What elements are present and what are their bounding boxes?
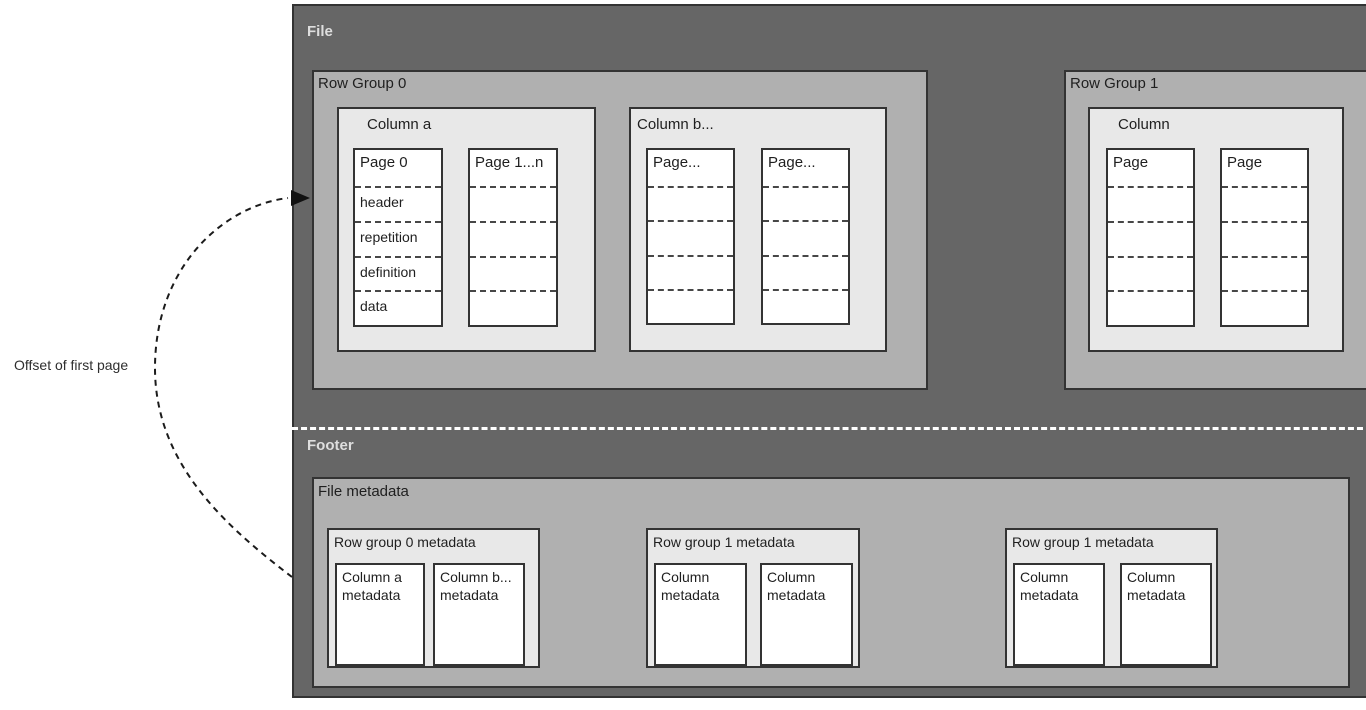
page-1-n: Page 1...n [468,148,558,327]
offset-arrow-curve [153,197,293,578]
column-metadata: Column metadata [1013,563,1105,666]
page-row [470,255,556,291]
column-label: Column [1118,116,1170,133]
page-row [763,220,848,254]
page-row [763,186,848,220]
column-b-metadata: Column b... metadata [433,563,525,666]
page: Page... [761,148,850,325]
column-metadata: Column metadata [1120,563,1212,666]
page-row [1108,255,1193,291]
footer-label: Footer [307,437,354,454]
page-0-row-data: data [355,290,441,325]
page-0-title: Page 0 [360,154,408,171]
page-row [763,254,848,289]
page: Page [1220,148,1309,327]
page-row [1222,290,1307,325]
row-group-1-label: Row Group 1 [1070,75,1159,92]
file-container: File Row Group 0 Column a Page 0 header … [292,4,1366,698]
column-b: Column b... Page... Page... [629,107,887,352]
page: Page... [646,148,735,325]
page-0-row-definition: definition [355,255,441,291]
page-1-n-title: Page 1...n [475,154,544,171]
file-metadata: File metadata Row group 0 metadata Colum… [312,477,1350,688]
column-b-label: Column b... [637,116,714,133]
page-row [648,186,733,220]
page-row [1108,220,1193,256]
row-group-1: Row Group 1 Column Page Page [1064,70,1366,390]
page-row [648,254,733,289]
page-row [763,288,848,323]
row-group-0-label: Row Group 0 [318,75,407,92]
column-a-label: Column a [367,116,432,133]
page-title: Page... [653,154,701,171]
page-0-row-repetition: repetition [355,220,441,256]
column-metadata: Column metadata [760,563,853,666]
column-a: Column a Page 0 header repetition defini… [337,107,596,352]
row-group-0-metadata-label: Row group 0 metadata [334,534,476,550]
row-group-1-metadata: Row group 1 metadata Column metadata Col… [646,528,860,668]
page: Page [1106,148,1195,327]
row-group-1-metadata-label: Row group 1 metadata [1012,534,1154,550]
page-row [648,288,733,323]
page-title: Page... [768,154,816,171]
column-a-metadata: Column a metadata [335,563,425,666]
row-group-0: Row Group 0 Column a Page 0 header repet… [312,70,928,390]
page-row [1222,255,1307,291]
offset-of-first-page-label: Offset of first page [14,357,129,373]
page-title: Page [1227,154,1263,171]
row-group-1-metadata: Row group 1 metadata Column metadata Col… [1005,528,1218,668]
page-row [1108,186,1193,221]
column-metadata: Column metadata [654,563,747,666]
page-row [470,186,556,221]
page-0: Page 0 header repetition definition data [353,148,443,327]
page-row [470,220,556,256]
page-row [1222,220,1307,256]
page-row [470,290,556,325]
page-row [1108,290,1193,325]
page-0-row-header: header [355,186,441,221]
file-metadata-label: File metadata [318,483,409,500]
page-row [648,220,733,254]
file-label: File [307,23,333,40]
page-title: Page [1113,154,1149,171]
column: Column Page Page [1088,107,1344,352]
footer-separator-dashed-line [292,427,1366,430]
page-row [1222,186,1307,221]
row-group-1-metadata-label: Row group 1 metadata [653,534,795,550]
row-group-0-metadata: Row group 0 metadata Column a metadata C… [327,528,540,668]
